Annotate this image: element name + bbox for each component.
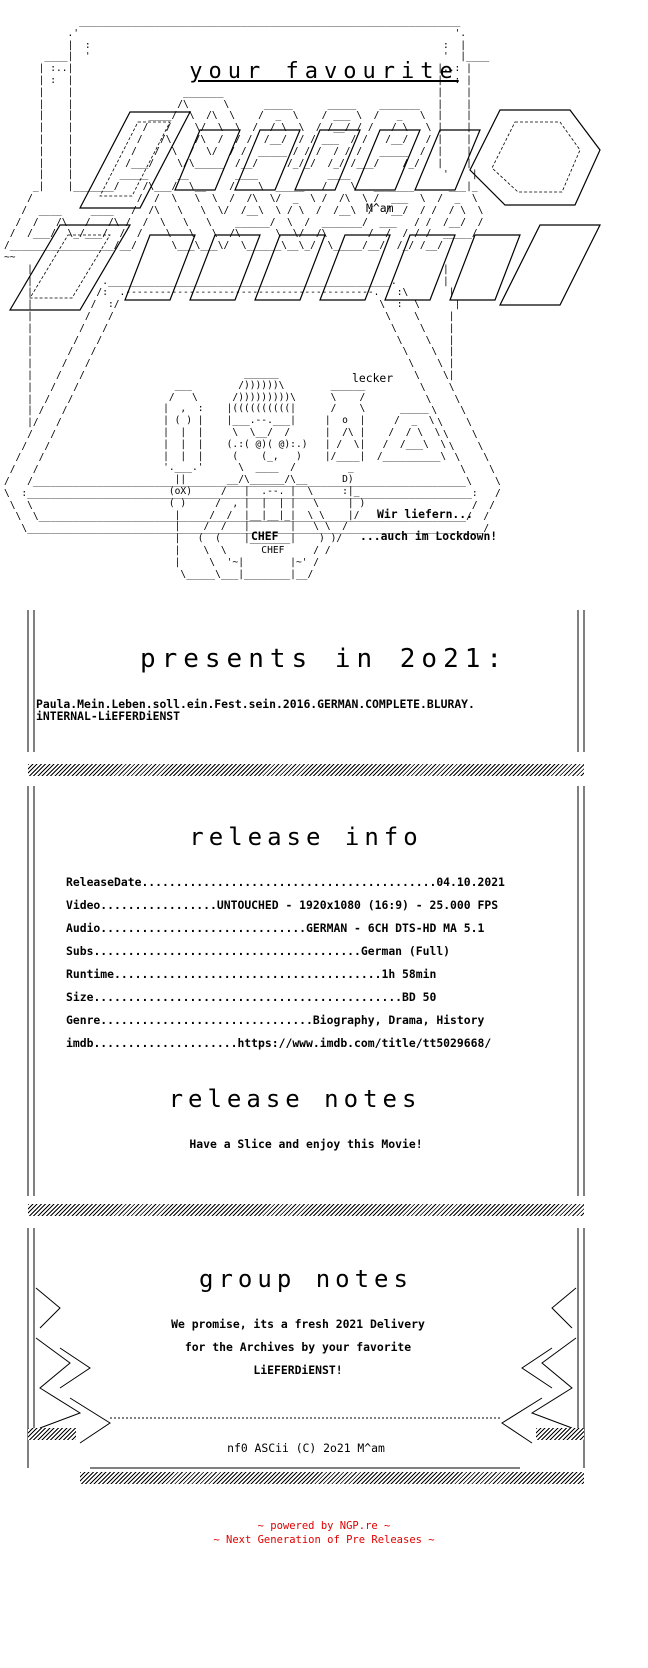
header-title: your favourite: [189, 59, 459, 84]
group-notes-line2: for the Archives by your favorite: [184, 1340, 412, 1354]
presents-frame: [27, 610, 585, 752]
release-notes-text: Have a Slice and enjoy this Movie!: [189, 1137, 423, 1151]
info-row-runtime: Runtime.................................…: [66, 967, 437, 981]
info-row-subs: Subs....................................…: [66, 944, 451, 958]
group-notes-right-hatch: [536, 1428, 584, 1440]
release-info-heading: release info: [189, 823, 423, 851]
lieferdienst-logo: [8, 109, 601, 311]
logo-ascii-art: ________________________________________…: [4, 16, 501, 535]
release-name-line1: Paula.Mein.Leben.soll.ein.Fest.sein.2016…: [36, 697, 475, 711]
chef-label: CHEF: [251, 529, 279, 543]
footer-powered-by: ~ powered by NGP.re ~: [257, 1520, 391, 1532]
info-row-genre: Genre...............................Biog…: [66, 1013, 485, 1027]
info-row-imdb: imdb.....................https://www.imd…: [66, 1036, 492, 1050]
footer-ngp-tagline: ~ Next Generation of Pre Releases ~: [213, 1534, 435, 1546]
pizza-chef-ascii-art: ______ ___ /))))))\ ______ / \ /))))))))…: [163, 368, 447, 580]
lecker-label: lecker: [352, 371, 394, 385]
group-notes-left-hatch: [28, 1428, 76, 1440]
release-info-frame: [27, 786, 585, 1196]
credit-line: nf0 ASCii (C) 2o21 M^am: [227, 1441, 385, 1455]
release-notes-heading: release notes: [168, 1085, 422, 1113]
release-info-divider: [28, 1204, 584, 1216]
group-notes-line1: We promise, its a fresh 2021 Delivery: [171, 1317, 425, 1331]
presents-heading: presents in 2o21:: [139, 644, 509, 674]
imdb-link[interactable]: https://www.imdb.com/title/tt5029668/: [237, 1036, 492, 1050]
group-notes-heading: group notes: [199, 1265, 413, 1293]
author-tag: M^am: [366, 201, 394, 215]
info-row-size: Size....................................…: [66, 990, 437, 1004]
tagline-lockdown: ...auch im Lockdown!: [360, 529, 498, 543]
presents-divider: [28, 764, 584, 776]
info-row-video: Video.................UNTOUCHED - 1920x1…: [66, 898, 499, 912]
bottom-divider: [80, 1472, 584, 1484]
release-name-line2: iNTERNAL-LiEFERDiENST: [36, 709, 181, 723]
tagline-deliver: Wir liefern...: [377, 507, 474, 521]
group-notes-line3: LiEFERDiENST!: [253, 1363, 343, 1377]
info-row-audio: Audio..............................GERMA…: [66, 921, 485, 935]
info-row-releasedate: ReleaseDate.............................…: [66, 875, 505, 889]
